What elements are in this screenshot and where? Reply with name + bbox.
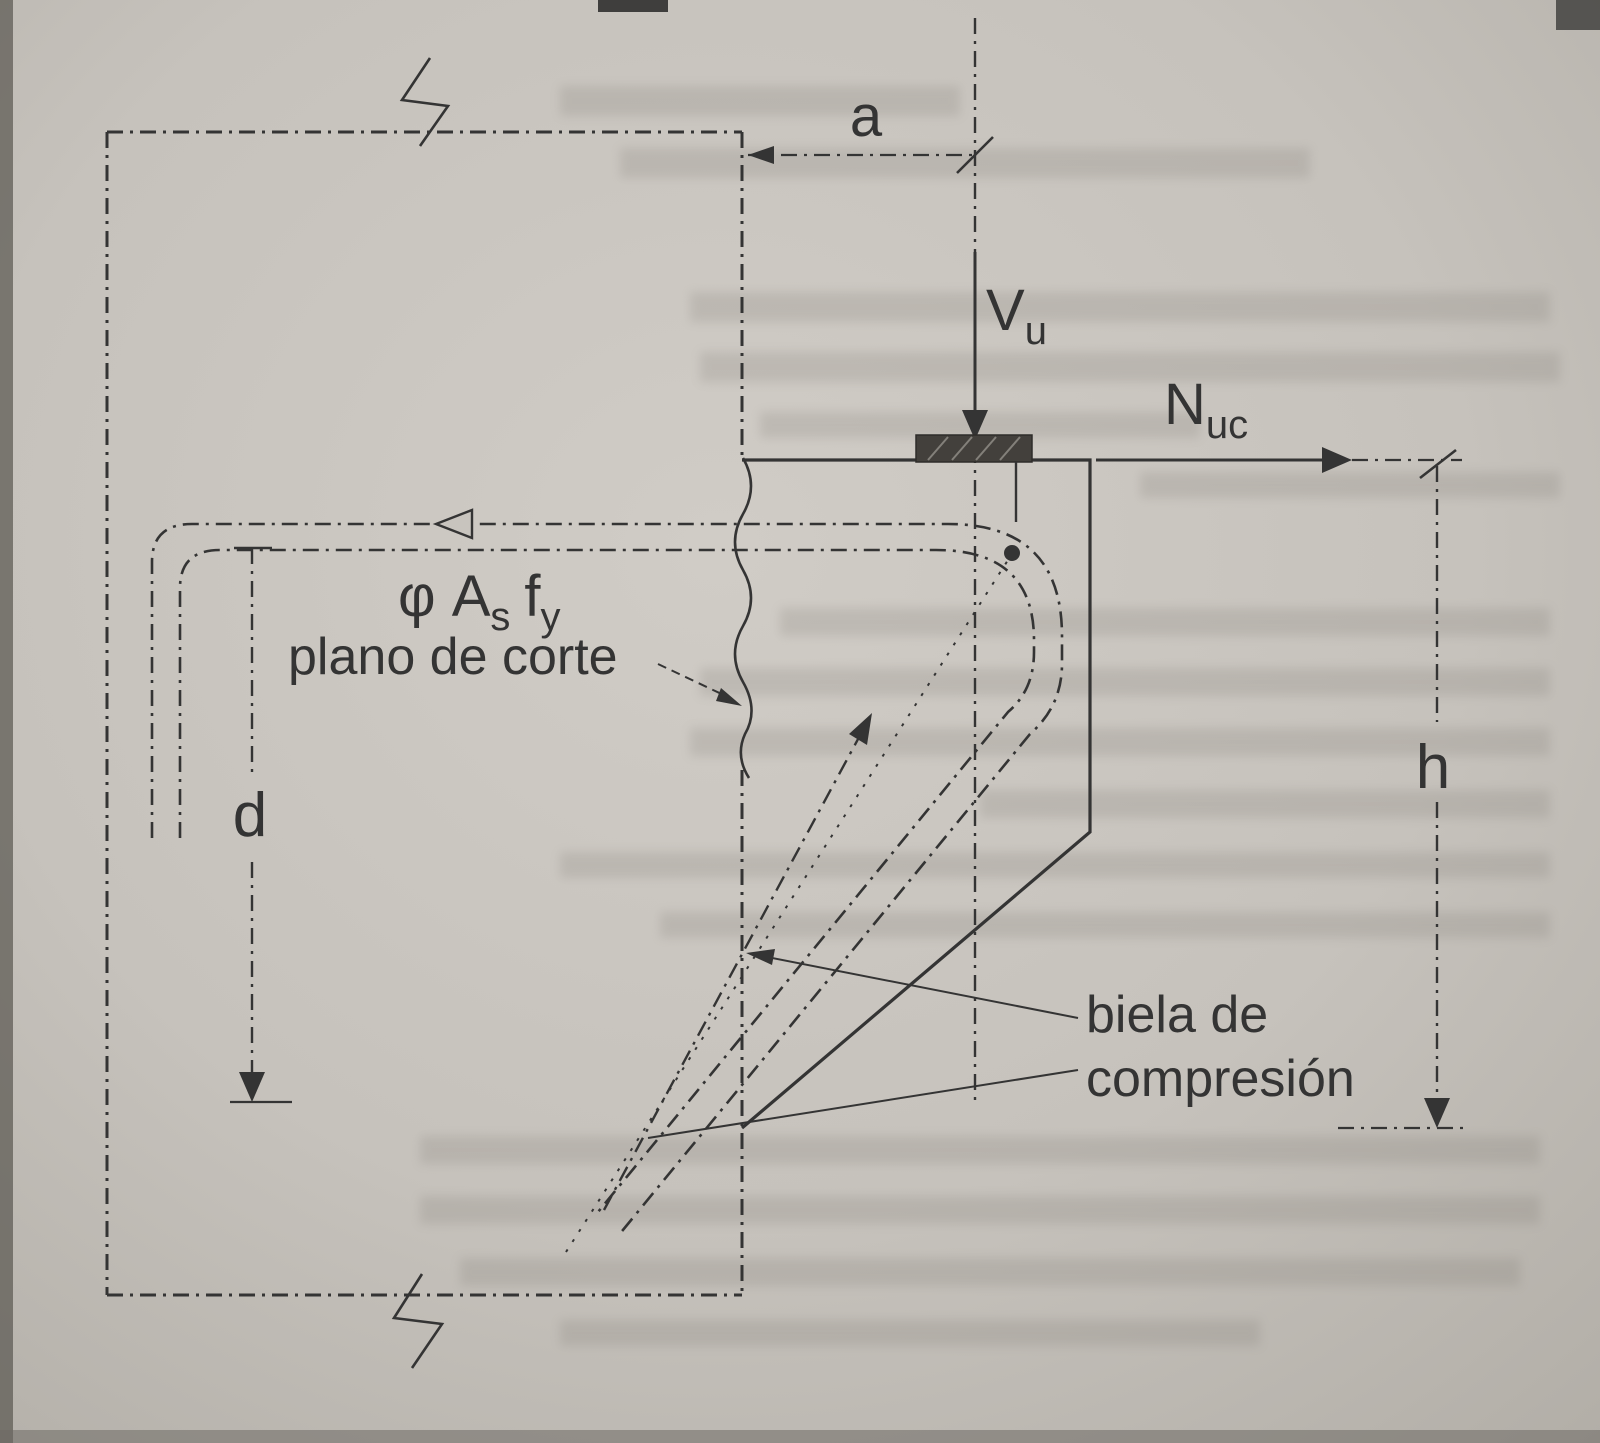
bearing-plate-hatching — [927, 436, 1021, 461]
shear-plane-leader-line — [657, 663, 731, 699]
dimension-a: a — [748, 84, 994, 174]
strut-leader-line-lower — [647, 1069, 1079, 1139]
rebar-inner-line — [178, 548, 1036, 1213]
scan-mark-top — [598, 0, 668, 12]
main-reinforcement-bar — [150, 508, 1064, 1237]
rebar-outer-line — [150, 522, 1064, 1237]
dim-d-label: d — [233, 781, 267, 850]
dim-h-tick — [1419, 448, 1457, 480]
scan-edge-bottom — [0, 1430, 1600, 1443]
dimension-d: d — [230, 546, 292, 1104]
nuc-arrowhead — [1322, 447, 1352, 473]
scan-mark-top-right — [1556, 0, 1600, 30]
shear-plane-annotation: plano de corte — [288, 628, 742, 706]
strut-arrowhead — [849, 713, 872, 745]
bearing-plate-rect — [915, 434, 1033, 463]
nuc-force: Nuc — [1096, 372, 1462, 473]
rebar-force-arrowhead — [432, 508, 474, 540]
vu-load: Vu — [962, 252, 1047, 440]
vu-label: Vu — [986, 278, 1047, 353]
break-symbol-top — [399, 57, 451, 147]
strut-annotation: biela de compresión — [647, 949, 1355, 1139]
break-symbol-bottom — [391, 1273, 445, 1369]
dimension-h: h — [1338, 448, 1468, 1130]
dim-a-tick — [956, 136, 994, 174]
shear-plane-leader-arrowhead — [716, 688, 742, 706]
dim-a-arrowhead — [748, 146, 774, 164]
scan-edge-left — [0, 0, 13, 1443]
compression-strut — [565, 559, 1009, 1253]
bleedthrough-text-smudges — [420, 86, 1560, 1346]
strut-leader-line-upper — [751, 953, 1079, 1019]
shear-plane-label: plano de corte — [288, 628, 618, 686]
anchor-bar-section-dot — [1004, 545, 1020, 561]
vu-arrowhead — [962, 410, 988, 440]
strut-label-line1: biela de — [1086, 986, 1268, 1044]
nuc-label: Nuc — [1164, 372, 1248, 447]
dim-h-label: h — [1416, 733, 1450, 802]
strut-label-line2: compresión — [1086, 1050, 1355, 1108]
shear-plane-wavy-line — [733, 457, 753, 779]
dim-d-arrowhead — [239, 1072, 265, 1102]
dim-h-arrowhead — [1424, 1098, 1450, 1128]
strut-leader-arrowhead — [746, 949, 775, 965]
bearing-plate — [915, 434, 1033, 561]
strut-edge-dotted-line — [565, 559, 1009, 1253]
column-outline — [105, 130, 744, 1297]
strut-arrow-shaft — [602, 727, 866, 1211]
dim-a-label: a — [850, 84, 883, 149]
